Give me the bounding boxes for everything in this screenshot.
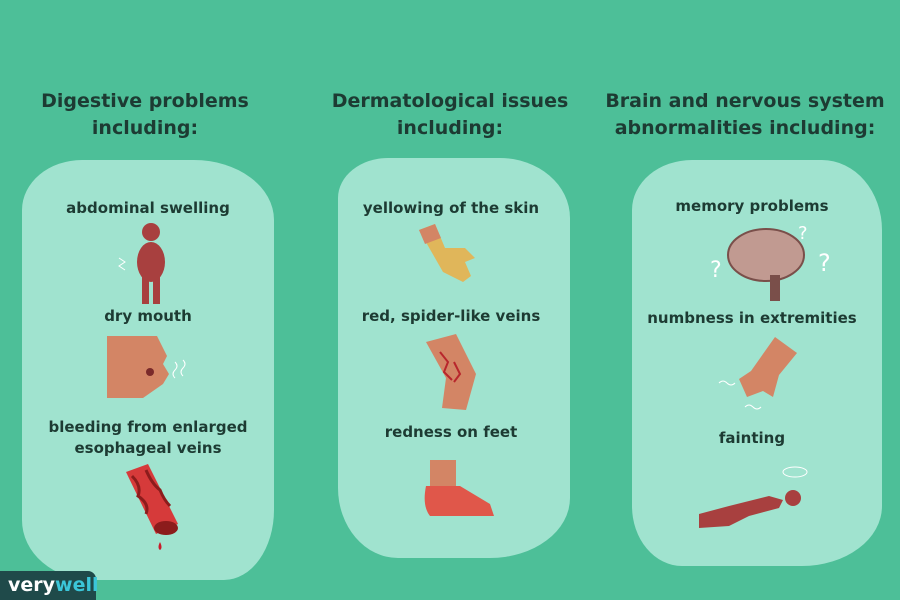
item-abdominal-swelling: abdominal swelling — [66, 199, 230, 217]
svg-text:?: ? — [710, 258, 722, 283]
column-digestive: Digestive problems including: — [0, 88, 290, 142]
red-foot-icon — [424, 460, 494, 516]
svg-text:?: ? — [798, 223, 808, 244]
dry-mouth-face-icon — [107, 336, 186, 398]
bleeding-esophagus-icon — [126, 464, 178, 550]
item-numbness: numbness in extremities — [647, 309, 857, 327]
item-yellowing-skin: yellowing of the skin — [362, 199, 540, 217]
item-redness-feet: redness on feet — [384, 423, 518, 441]
swollen-body-icon — [118, 223, 165, 304]
brain-icon: ??? — [710, 223, 831, 301]
yellow-hand-icon — [419, 224, 475, 282]
column-brain-nervous: Brain and nervous system abnormalities i… — [600, 88, 890, 142]
verywell-logo[interactable]: verywell — [0, 571, 99, 600]
heading-line1: Dermatological issues — [331, 90, 569, 112]
column-dermatological: Dermatological issues including: — [305, 88, 595, 142]
numb-hand-icon — [718, 337, 797, 410]
heading-line1: Brain and nervous system — [605, 90, 885, 112]
item-dry-mouth: dry mouth — [104, 307, 192, 325]
spider-veins-leg-icon — [426, 334, 476, 410]
logo-part2: well — [55, 574, 99, 596]
heading-line2: including: — [91, 117, 199, 139]
fainted-person-icon — [699, 466, 808, 528]
item-spider-veins: red, spider-like veins — [361, 307, 541, 325]
item-fainting: fainting — [718, 429, 786, 447]
heading-line2: including: — [396, 117, 504, 139]
heading-line1: Digestive problems — [41, 90, 249, 112]
item-bleeding-veins: bleeding from enlarged esophageal veins — [48, 418, 248, 457]
item-memory-problems: memory problems — [675, 197, 829, 215]
heading-line2: abnormalities including: — [614, 117, 876, 139]
logo-part1: very — [8, 574, 56, 596]
svg-text:?: ? — [818, 249, 831, 277]
